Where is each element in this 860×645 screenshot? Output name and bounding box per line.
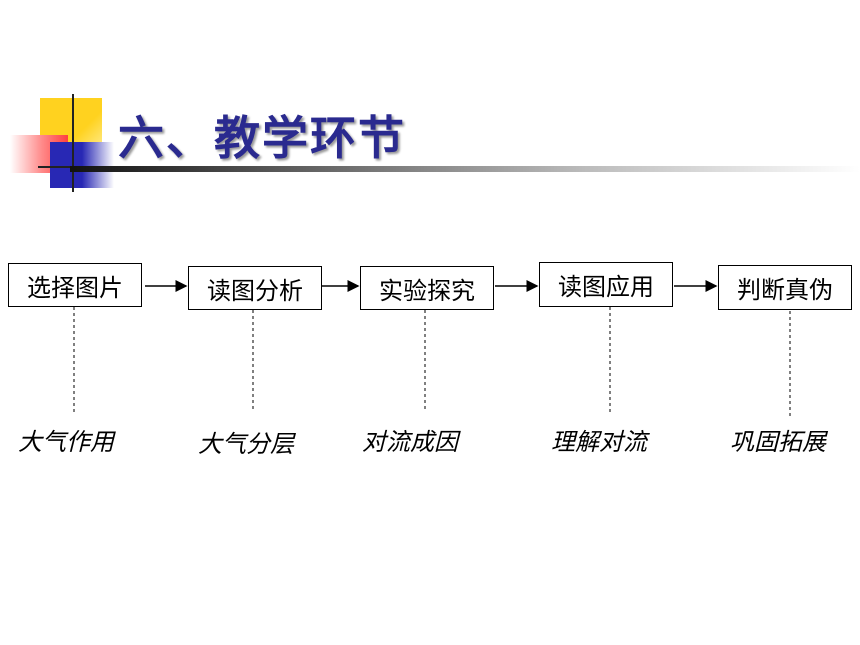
vertical-line bbox=[72, 94, 74, 192]
topic-label-3: 对流成因 bbox=[362, 428, 458, 456]
topic-label-1: 大气作用 bbox=[18, 428, 114, 456]
blue-square bbox=[50, 142, 114, 188]
step-box-read-analyze: 读图分析 bbox=[188, 266, 322, 310]
title-underline bbox=[70, 166, 860, 172]
horizontal-line bbox=[38, 166, 98, 168]
topic-label-5: 巩固拓展 bbox=[730, 428, 826, 456]
slide-title: 六、教学环节 bbox=[118, 111, 406, 165]
topic-label-4: 理解对流 bbox=[551, 428, 647, 456]
topic-label-2: 大气分层 bbox=[198, 430, 294, 458]
step-box-select-image: 选择图片 bbox=[8, 263, 142, 307]
step-box-judge: 判断真伪 bbox=[718, 265, 852, 310]
step-box-read-apply: 读图应用 bbox=[539, 262, 673, 307]
step-box-experiment: 实验探究 bbox=[360, 266, 494, 310]
